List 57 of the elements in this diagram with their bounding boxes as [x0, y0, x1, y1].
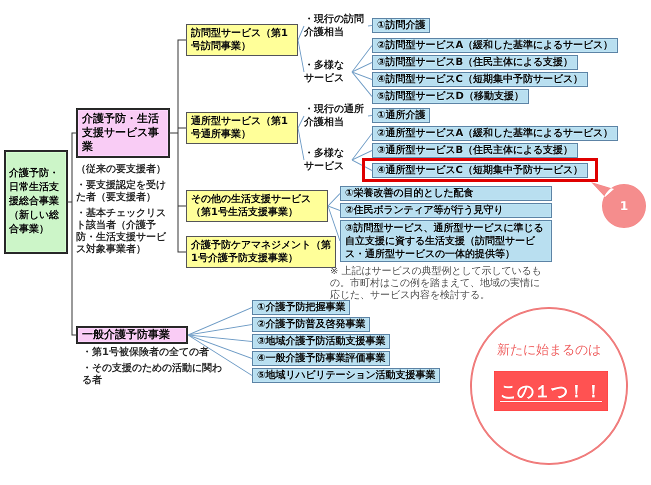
category-box: 一般介護予防事業 [76, 326, 188, 344]
connector-line [188, 324, 252, 336]
target-note: ・第1号被保険者の全ての者 [82, 347, 210, 359]
item-box: ①介護予防把握事業 [252, 300, 350, 315]
connector-line [170, 132, 186, 252]
connector-line [352, 72, 372, 80]
service-box: その他の生活支援サービス（第1号生活支援事業） [186, 190, 328, 222]
category-box: 介護予防・生活支援サービス事業 [76, 108, 170, 158]
target-note: ・その支援のための活動に関わる者 [82, 363, 222, 387]
connector-line [298, 116, 304, 128]
branch-label: ・多様なサービス [304, 58, 352, 86]
item-box: ④一般介護予防事業評価事業 [252, 351, 390, 366]
item-box: ①栄養改善の目的とした配食 [340, 186, 552, 201]
item-box: ②訪問型サービスA（緩和した基準によるサービス） [372, 38, 618, 53]
connector-line [328, 206, 340, 211]
item-box: ③通所型サービスB（住民主体による支援） [372, 143, 578, 158]
item-box: ③地域介護予防活動支援事業 [252, 334, 390, 349]
footnote: ※ 上記はサービスの典型例として示しているもの。市町村はこの例を踏まえて、地域の実情に応じた、サービス内容を検討する。 [330, 266, 542, 302]
service-box: 通所型サービス（第1号通所事業） [186, 112, 298, 144]
connector-line [352, 72, 372, 97]
branch-label: ・現行の通所介護相当 [304, 102, 368, 130]
connector-line [368, 25, 372, 26]
item-box: ②介護予防普及啓発事業 [252, 317, 370, 332]
connector-line [352, 62, 372, 72]
connector-line [188, 334, 252, 342]
item-box: ③訪問型サービスB（住民主体による支援） [372, 55, 578, 70]
item-box: ④通所型サービスC（短期集中予防サービス） [372, 163, 588, 178]
highlight-circle: 新たに始まるのは この１つ！！ [470, 307, 628, 465]
connector-line [188, 334, 252, 359]
connector-line [368, 115, 372, 116]
target-note: ・要支援認定を受けた者（要支援者） [76, 180, 167, 204]
item-box: ⑤訪問型サービスD（移動支援） [372, 89, 529, 104]
item-box: ①訪問介護 [372, 18, 430, 33]
item-box: ③訪問型サービス、通所型サービスに準じる自立支援に資する生活支援（訪問型サービス・通所型サービスの一体的提供等） [340, 220, 552, 262]
branch-label: ・多様なサービス [304, 146, 352, 174]
connector-line [352, 150, 372, 160]
target-note: （従来の要支援者） [76, 164, 167, 176]
connector-line [328, 193, 340, 206]
branch-label: ・現行の訪問介護相当 [304, 12, 368, 40]
connector-line [352, 160, 372, 171]
service-box: 訪問型サービス（第1号訪問事業） [186, 24, 298, 56]
item-box: ④訪問型サービスC（短期集中予防サービス） [372, 72, 588, 87]
connector-line [328, 206, 340, 242]
connector-line [352, 133, 372, 160]
target-note: ・基本チェックリスト該当者（介護予防・生活支援サービス対象事業者） [76, 208, 168, 256]
connector-line [188, 307, 252, 336]
service-box: 介護予防ケアマネジメント（第1号介護予防支援事業） [186, 236, 336, 268]
root-box: 介護予防・日常生活支援総合事業（新しい総合事業） [4, 150, 68, 254]
connector-line [352, 45, 372, 72]
item-box: ①通所介護 [372, 108, 430, 123]
connector-line [68, 202, 76, 336]
emphasis-box: この１つ！！ [494, 371, 608, 411]
item-box: ②住民ボランティア等が行う見守り [340, 203, 552, 218]
connector-line [188, 334, 252, 376]
connector-line [298, 26, 304, 40]
item-box: ②通所型サービスA（緩和した基準によるサービス） [372, 126, 618, 141]
item-box: ⑤地域リハビリテーション活動支援事業 [252, 368, 440, 383]
